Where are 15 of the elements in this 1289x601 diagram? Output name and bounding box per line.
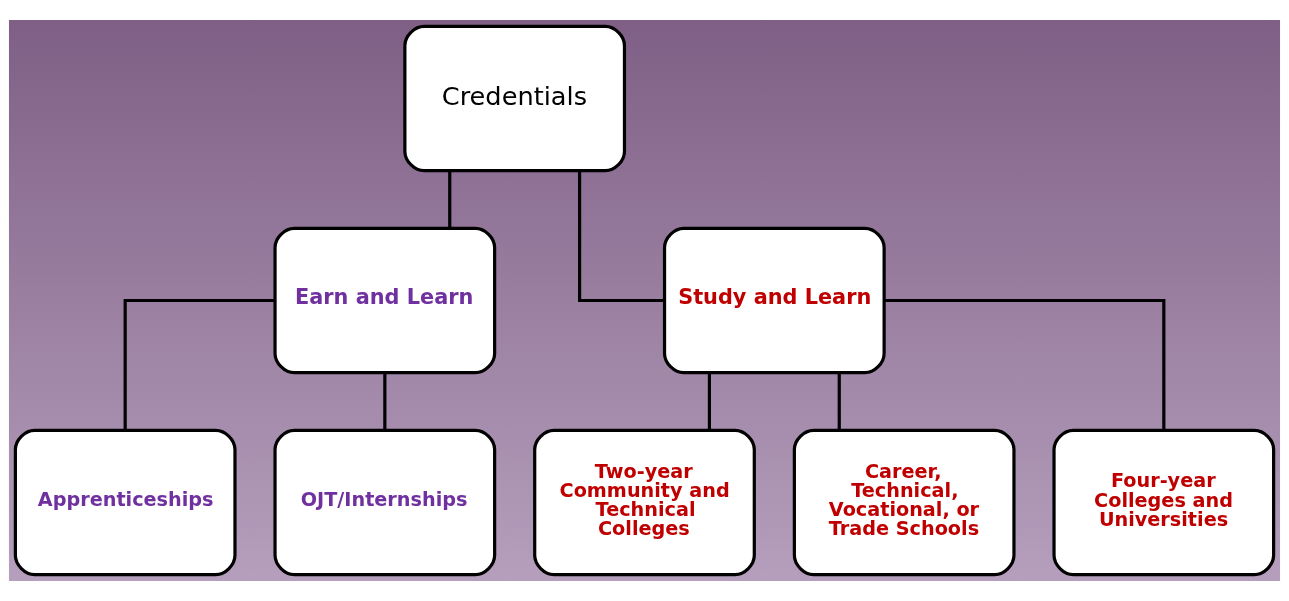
node-box: Career, Technical, Vocational, or Trade Schools <box>792 428 1016 577</box>
connector <box>707 372 712 430</box>
connector <box>448 170 452 228</box>
connector <box>383 372 387 430</box>
connector <box>123 298 275 431</box>
node-box: Apprenticeships <box>13 428 237 577</box>
node-box: Earn and Learn <box>273 226 497 375</box>
node-box: Four-year Colleges and Universities <box>1052 428 1276 577</box>
node-box: Study and Learn <box>662 226 886 375</box>
node-box: OJT/Internships <box>273 428 497 577</box>
node-box: Two-year Community and Technical Colleges <box>533 428 756 577</box>
connector <box>884 298 1166 431</box>
connector <box>837 372 841 430</box>
connector <box>577 170 665 303</box>
node-box: Credentials <box>403 24 627 173</box>
